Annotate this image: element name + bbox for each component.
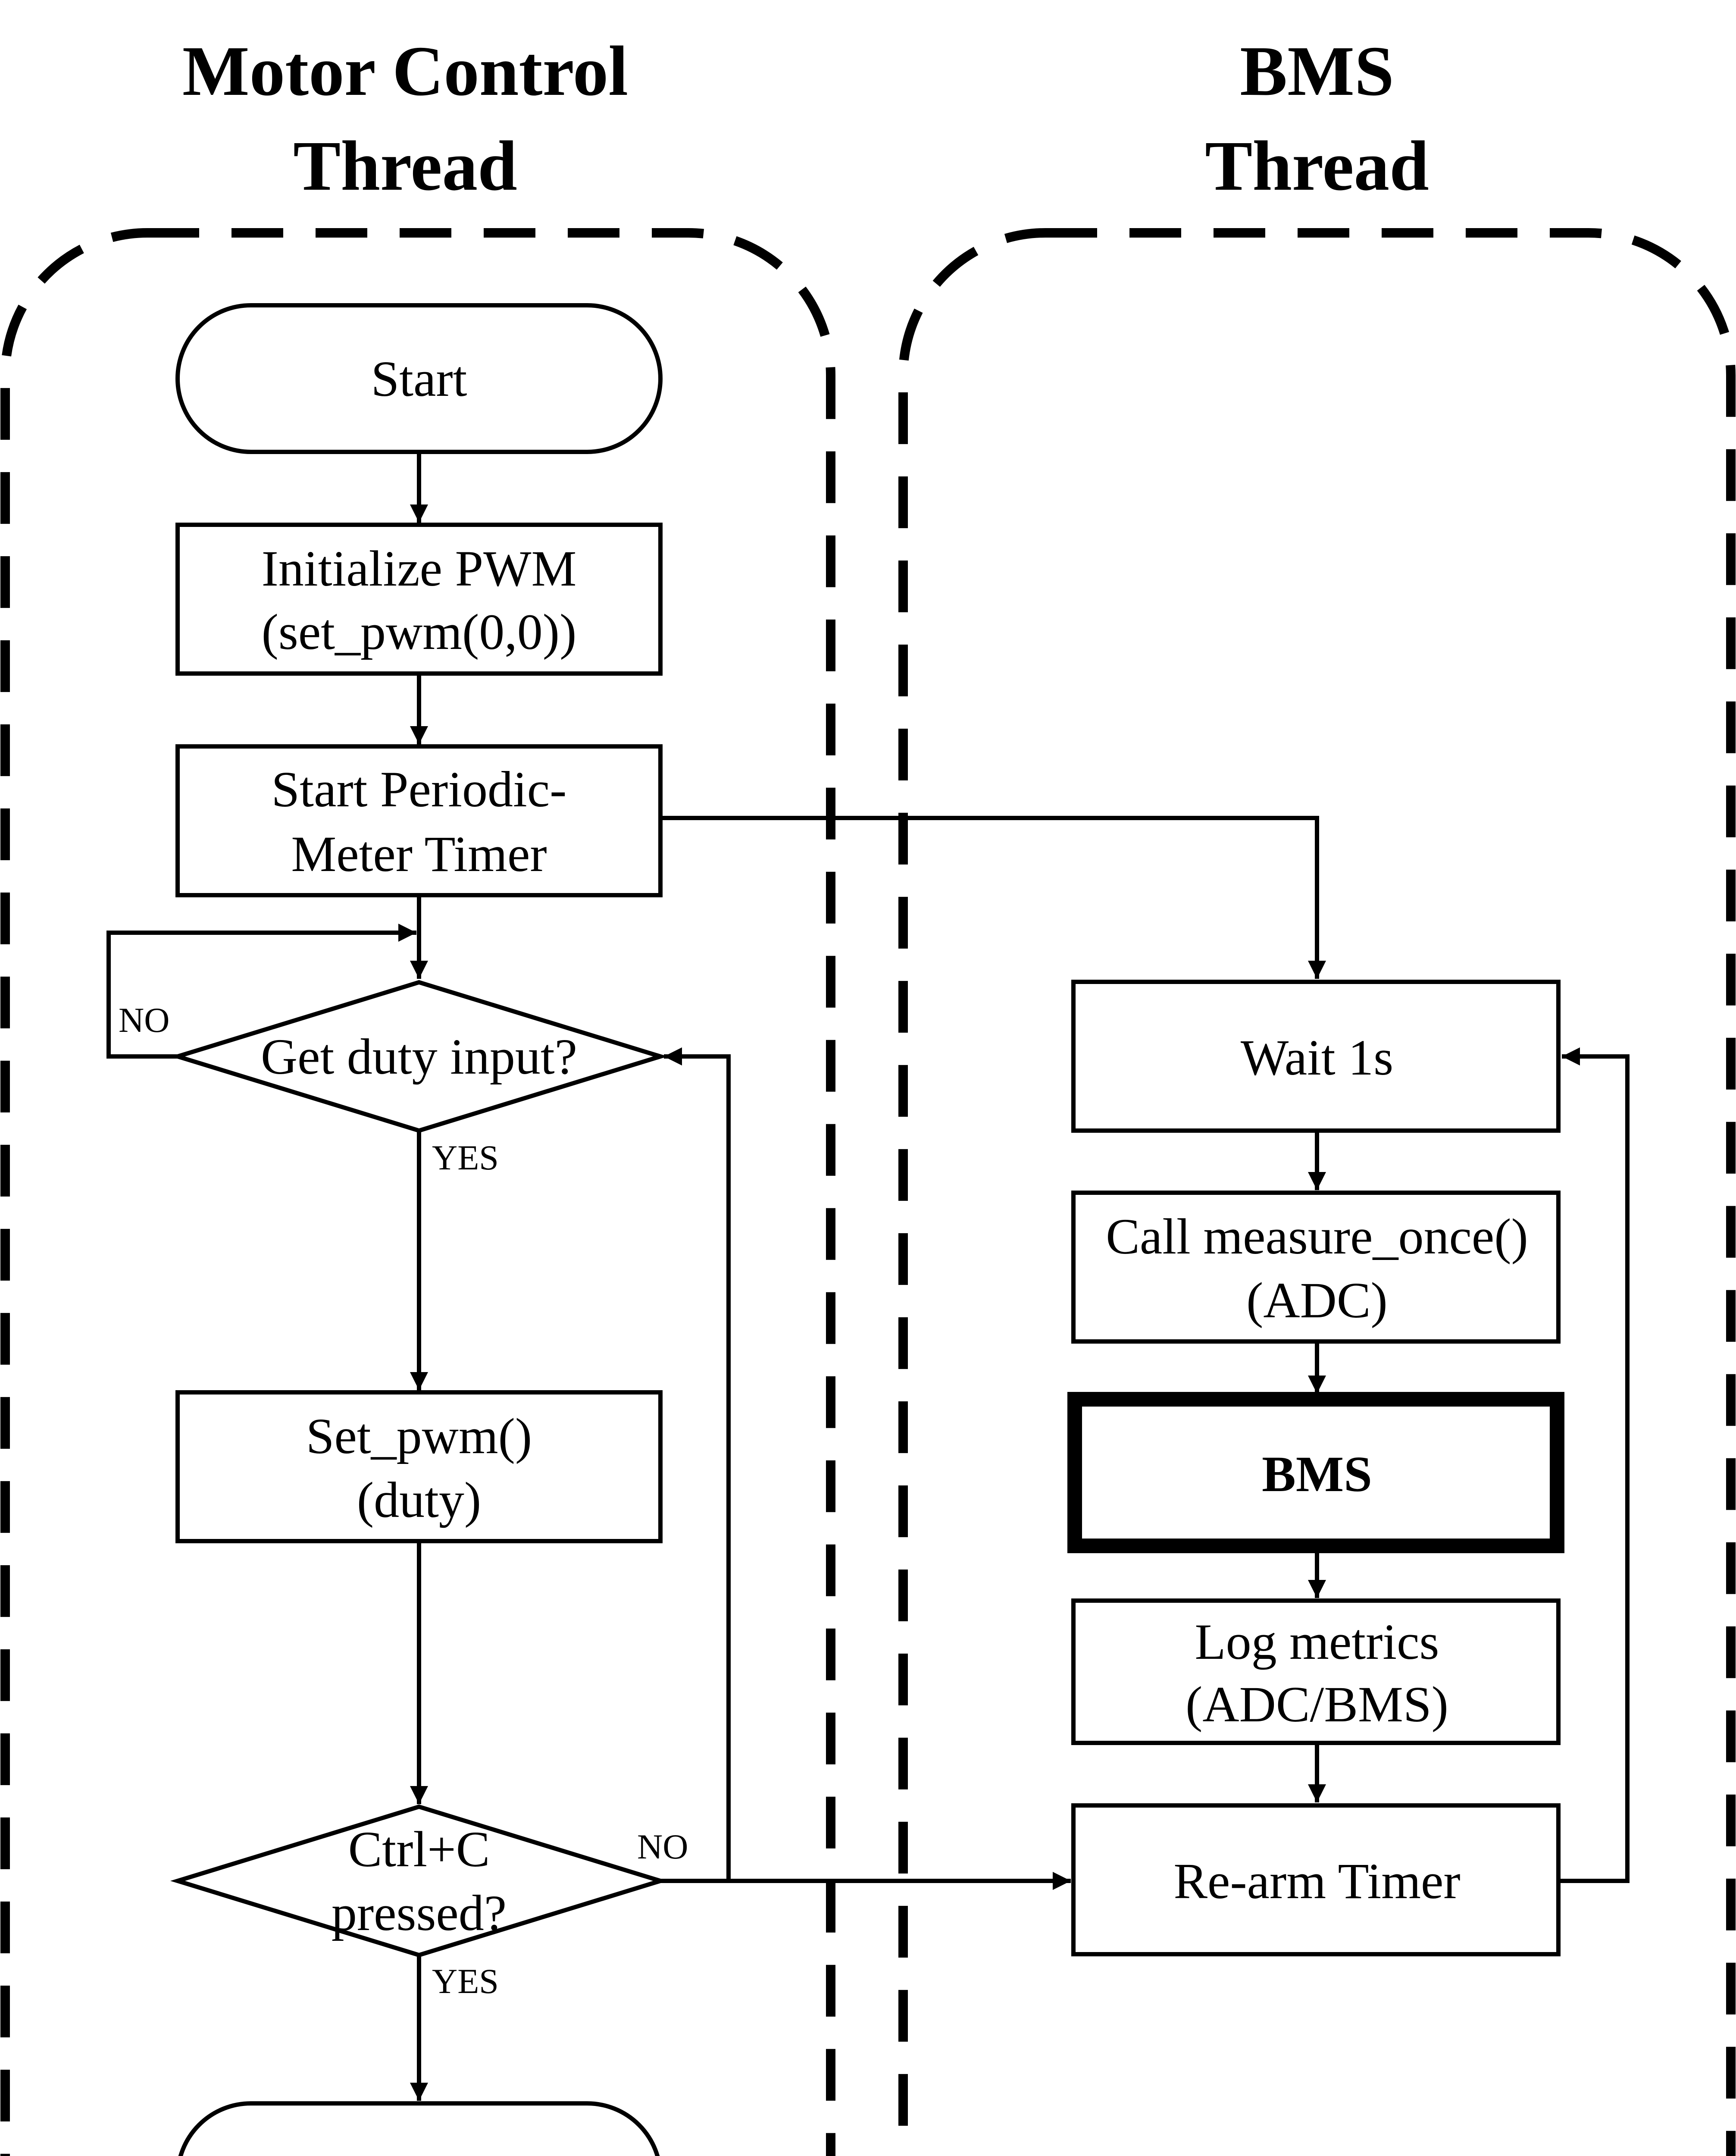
motor-control-lane [0, 228, 835, 2156]
bms-lane-title-line1: BMS [1240, 31, 1394, 110]
start-timer-line2: Meter Timer [291, 826, 547, 882]
init-pwm-line1: Initialize PWM [262, 540, 577, 597]
motor-lane-title-line2: Thread [293, 126, 517, 205]
bms-label: BMS [1262, 1446, 1372, 1502]
log-line1: Log metrics [1195, 1614, 1439, 1670]
measure-line1: Call measure_once() [1106, 1208, 1528, 1265]
start-label: Start [371, 351, 467, 407]
wait-label: Wait 1s [1241, 1029, 1393, 1086]
measure-line2: (ADC) [1246, 1272, 1388, 1329]
get-duty-decision: Get duty input? [170, 980, 668, 1133]
motor-lane-title-line1: Motor Control [182, 31, 628, 110]
start-timer-box [175, 744, 663, 897]
rearm-box [1071, 1803, 1561, 1956]
wait-box [1071, 980, 1561, 1133]
edge-timer-to-wait [660, 816, 1326, 979]
rearm-node: Re-arm Timer [1071, 1803, 1561, 1956]
get-duty-no-label: NO [119, 1000, 169, 1040]
ctrl-c-yes-label: YES [432, 1962, 499, 2001]
end-terminator [178, 2101, 660, 2156]
start-timer-line1: Start Periodic- [272, 761, 567, 818]
start-timer-node: Start Periodic- Meter Timer [175, 744, 663, 897]
init-pwm-node: Initialize PWM (set_pwm(0,0)) [175, 523, 663, 676]
log-node: Log metrics (ADC/BMS) [1071, 1598, 1561, 1745]
ctrl-c-decision: Ctrl+C pressed? [170, 1804, 668, 1958]
wait-node: Wait 1s [1071, 980, 1561, 1133]
set-pwm-line2: (duty) [357, 1472, 481, 1528]
get-duty-label: Get duty input? [261, 1028, 577, 1085]
measure-box [1071, 1191, 1561, 1344]
ctrl-c-line2: pressed? [332, 1885, 507, 1941]
end-node: End [178, 2101, 660, 2156]
set-pwm-line1: Set_pwm() [306, 1408, 532, 1464]
log-box [1071, 1598, 1561, 1745]
end-label: End [378, 2149, 460, 2156]
start-node: Start [175, 303, 663, 454]
log-line2: (ADC/BMS) [1185, 1676, 1448, 1733]
edge-ctrlc-no-to-getduty [664, 1047, 731, 1881]
edge-getduty-no-loop [106, 924, 416, 1059]
get-duty-yes-label: YES [432, 1138, 499, 1177]
rearm-label: Re-arm Timer [1173, 1853, 1460, 1909]
measure-node: Call measure_once() (ADC) [1071, 1191, 1561, 1344]
edge-rearm-to-wait-loop [1558, 1047, 1630, 1883]
bms-box [1067, 1392, 1564, 1553]
motor-lane-title: Motor Control Thread [182, 31, 628, 205]
ctrl-c-line1: Ctrl+C [348, 1821, 490, 1877]
ctrl-c-no-label: NO [637, 1827, 688, 1866]
bms-node: BMS [1067, 1392, 1564, 1553]
set-pwm-node: Set_pwm() (duty) [175, 1390, 663, 1543]
set-pwm-box [175, 1390, 663, 1543]
init-pwm-box [175, 523, 663, 676]
init-pwm-line2: (set_pwm(0,0)) [262, 604, 577, 660]
bms-lane [898, 228, 1736, 2156]
bms-lane-title: BMS Thread [1205, 31, 1429, 205]
bms-lane-title-line2: Thread [1205, 126, 1429, 205]
